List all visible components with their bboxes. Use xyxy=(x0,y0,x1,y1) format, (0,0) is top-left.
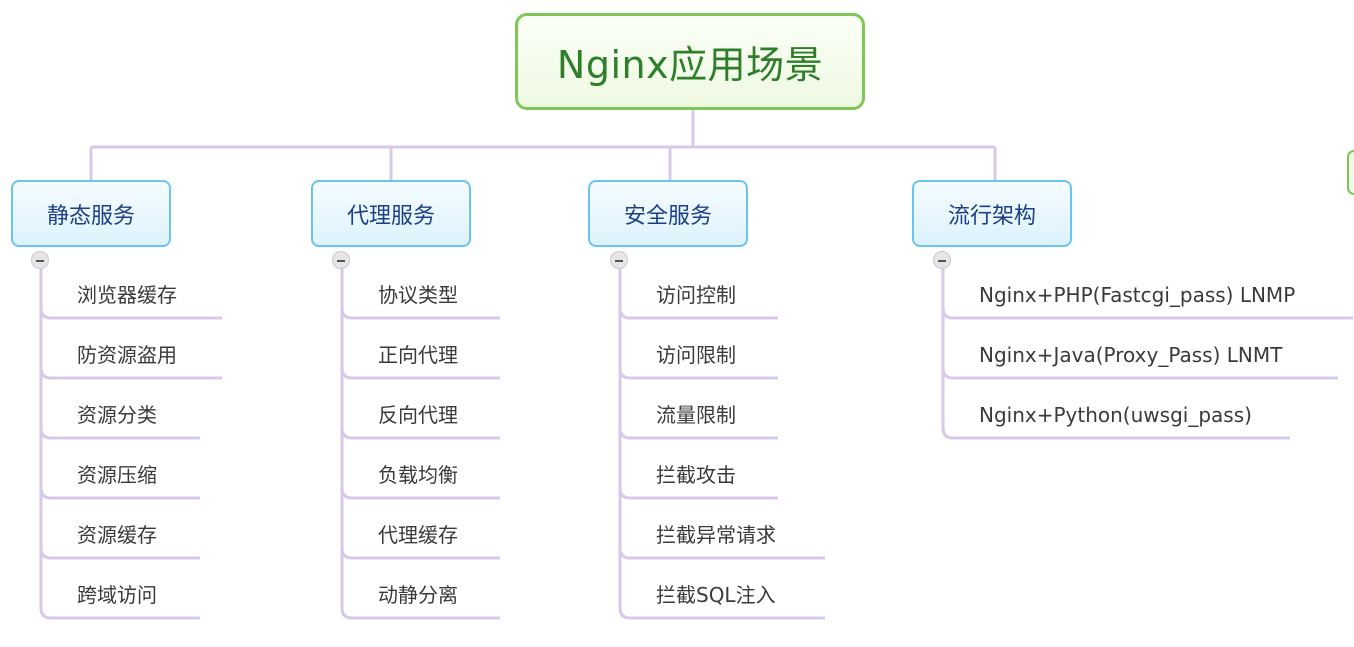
main-topic-label: 安全服务 xyxy=(623,203,712,229)
subtopic-item[interactable]: 浏览器缓存 xyxy=(77,283,177,307)
main-topic-popular-architecture[interactable]: 流行架构 xyxy=(912,180,1072,247)
collapse-minus-icon[interactable] xyxy=(933,251,951,269)
subtopic-item[interactable]: 拦截异常请求 xyxy=(656,523,776,547)
subtopic-item[interactable]: 拦截SQL注入 xyxy=(656,583,776,607)
subtopic-item[interactable]: 资源缓存 xyxy=(77,523,157,547)
main-topic-static-service[interactable]: 静态服务 xyxy=(11,180,171,247)
subtopic-item[interactable]: 动静分离 xyxy=(378,583,458,607)
subtopic-item[interactable]: 资源分类 xyxy=(77,403,157,427)
main-topic-security-service[interactable]: 安全服务 xyxy=(588,180,748,247)
subtopic-item[interactable]: Nginx+Python(uwsgi_pass) xyxy=(979,403,1252,427)
subtopic-item[interactable]: 访问限制 xyxy=(656,343,736,367)
subtopic-item[interactable]: 代理缓存 xyxy=(378,523,458,547)
subtopic-item[interactable]: 资源压缩 xyxy=(77,463,157,487)
main-topic-label: 静态服务 xyxy=(46,203,135,229)
main-topic-label: 代理服务 xyxy=(346,203,435,229)
main-topic-proxy-service[interactable]: 代理服务 xyxy=(311,180,471,247)
subtopic-item[interactable]: 反向代理 xyxy=(378,403,458,427)
collapse-minus-icon[interactable] xyxy=(31,251,49,269)
subtopic-item[interactable]: 访问控制 xyxy=(656,283,736,307)
root-topic-label: Nginx应用场景 xyxy=(556,43,824,87)
subtopic-item[interactable]: 流量限制 xyxy=(656,403,736,427)
subtopic-item[interactable]: Nginx+Java(Proxy_Pass) LNMT xyxy=(979,343,1283,367)
subtopic-item[interactable]: 正向代理 xyxy=(378,343,458,367)
collapse-minus-icon[interactable] xyxy=(332,251,350,269)
subtopic-item[interactable]: 负载均衡 xyxy=(378,463,458,487)
main-topic-label: 流行架构 xyxy=(947,203,1036,229)
subtopic-item[interactable]: 拦截攻击 xyxy=(656,463,736,487)
collapse-minus-icon[interactable] xyxy=(610,251,628,269)
root-topic[interactable]: Nginx应用场景 xyxy=(515,13,865,110)
side-panel-tab[interactable] xyxy=(1347,150,1354,195)
subtopic-item[interactable]: Nginx+PHP(Fastcgi_pass) LNMP xyxy=(979,283,1296,307)
subtopic-item[interactable]: 跨域访问 xyxy=(77,583,157,607)
subtopic-item[interactable]: 防资源盗用 xyxy=(77,343,177,367)
subtopic-item[interactable]: 协议类型 xyxy=(378,283,458,307)
